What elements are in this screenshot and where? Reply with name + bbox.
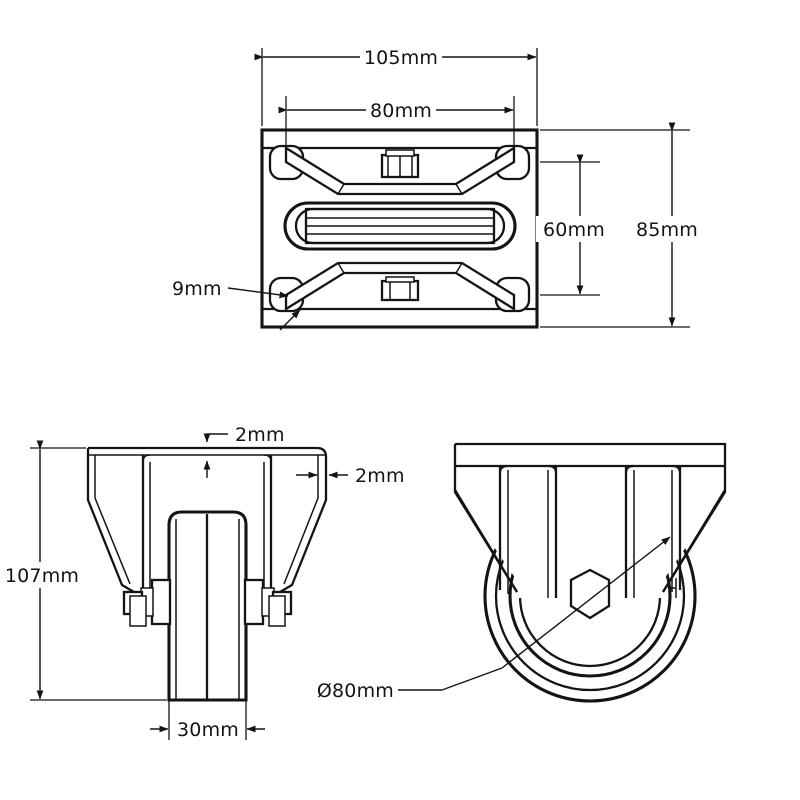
side-bracket-mask-right — [455, 448, 725, 585]
right-bracket-inner — [283, 470, 319, 585]
dimtext-80-bg — [366, 98, 436, 122]
front-right-bracket — [263, 454, 328, 593]
dimtext-85-bg — [628, 216, 708, 242]
axle-bolt-right — [268, 595, 286, 627]
lower-hex-nut — [380, 276, 420, 302]
side-bracket-mask-left — [455, 448, 520, 585]
hub-right-bearing — [243, 578, 265, 626]
side-rib-4 — [672, 464, 682, 590]
side-rib-1 — [498, 464, 508, 590]
lower-bracket-joint-left — [337, 262, 345, 274]
wheel-hex-hub — [569, 568, 611, 620]
upper-hex-nut — [380, 149, 420, 179]
dim-label-9: 9mm — [172, 278, 222, 300]
leader-diameter-80 — [441, 667, 503, 691]
front-hub-right — [243, 578, 293, 627]
front-view-group — [86, 446, 328, 702]
upper-bracket-joint-left — [337, 183, 345, 195]
dim-label-80: 80mm — [370, 100, 432, 122]
left-bracket-outer — [86, 470, 135, 593]
top-view-group — [260, 128, 539, 329]
front-hub-left — [122, 578, 172, 627]
side-arm-right — [662, 489, 726, 593]
axle-bolt-left — [129, 595, 147, 627]
dimtext-105-bg — [360, 45, 442, 69]
hub-left-bearing — [150, 578, 172, 626]
lower-nut-top-chamfer — [385, 276, 415, 283]
dim-label-30: 30mm — [177, 719, 239, 741]
side-rib-2 — [548, 464, 558, 598]
side-view-dimensions: Ø80mm — [317, 536, 671, 702]
side-rib-3 — [624, 464, 634, 598]
dimtext-30-bg — [171, 717, 245, 741]
side-rim-notch — [668, 578, 677, 598]
right-bracket-outer — [279, 470, 328, 593]
dim-label-diameter-80: Ø80mm — [317, 680, 394, 702]
front-left-bracket — [86, 454, 151, 593]
leader-9mm-secondary — [279, 309, 301, 331]
right-web-fillet — [263, 454, 272, 463]
dim-label-2mm-top: 2mm — [235, 424, 285, 446]
upper-nut-top-chamfer — [385, 149, 415, 157]
side-arm-left — [454, 489, 518, 593]
left-bracket-inner — [94, 470, 131, 585]
leader-9mm — [227, 287, 289, 299]
side-view-ribs — [498, 464, 682, 598]
lower-nut-body — [380, 279, 420, 302]
dim-label-107: 107mm — [5, 565, 79, 587]
top-view-dimensions: 105mm 80mm 60mm 85mm 9mm — [172, 45, 708, 331]
front-plate-top-right-edge — [88, 446, 328, 470]
dimline-diameter-80 — [501, 536, 671, 669]
dimtext-60-bg — [536, 216, 612, 242]
dimtext-107-bg — [0, 562, 84, 588]
dim-label-2mm-side: 2mm — [355, 465, 405, 487]
dim-label-60: 60mm — [543, 219, 605, 241]
front-view-dimensions: 107mm 2mm 2mm 30mm — [0, 424, 405, 741]
dim-label-85: 85mm — [636, 219, 698, 241]
front-wheel — [167, 510, 248, 702]
lower-v-bracket — [284, 261, 516, 312]
center-wheel-slot — [283, 201, 517, 251]
upper-bracket-joint-right — [455, 183, 463, 195]
left-web-fillet — [142, 454, 151, 463]
lower-bracket-joint-right — [455, 262, 463, 274]
dim-label-105: 105mm — [364, 47, 438, 69]
